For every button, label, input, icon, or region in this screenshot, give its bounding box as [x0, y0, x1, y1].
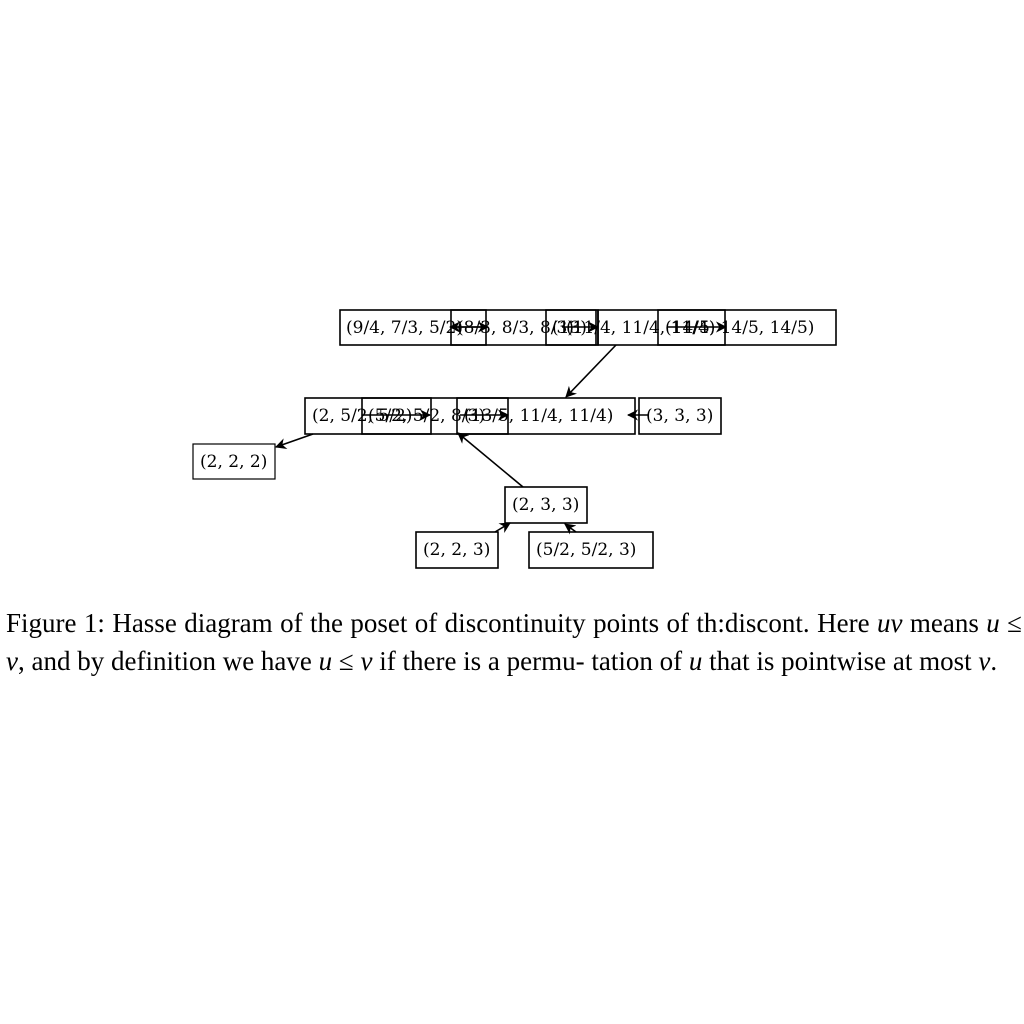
caption-text: ≤ — [332, 646, 361, 676]
node: (14/5, 14/5, 14/5) — [657, 309, 837, 346]
caption-text: , and by definition we have — [17, 646, 319, 676]
node: (8/3, 8/3, 8/3) — [450, 309, 597, 346]
node-label: (3, 3, 3) — [646, 406, 713, 426]
caption-math: u — [688, 646, 703, 676]
caption-math: v — [6, 646, 18, 676]
caption-math: u — [318, 646, 333, 676]
node-label: (14/5, 14/5, 14/5) — [665, 318, 814, 338]
node-box — [504, 486, 588, 524]
node-box — [528, 531, 654, 569]
caption-text: Here — [817, 608, 877, 638]
node-box — [638, 397, 722, 435]
caption-math: uv — [876, 608, 903, 638]
edges — [274, 321, 728, 535]
nodes: (9/4, 7/3, 5/2) (8/3, 8/3, 8/3) (13) (11… — [192, 309, 837, 569]
node-label: (2, 2, 3) — [423, 540, 490, 560]
node-box — [339, 309, 487, 346]
node-box — [361, 397, 509, 435]
caption-text: tation of — [591, 646, 689, 676]
caption-text: means — [902, 608, 987, 638]
node-label: (13) — [552, 318, 587, 338]
node: (2, 3, 3) — [504, 486, 588, 524]
edge-arrow — [494, 522, 511, 533]
node-box — [450, 309, 597, 346]
figure-caption: Figure 1: Hasse diagram of the poset of … — [6, 604, 1022, 680]
caption-text: that is pointwise at most — [702, 646, 979, 676]
node-label: (8/3, 8/3, 8/3) — [457, 318, 574, 338]
caption-math: v — [360, 646, 373, 676]
caption-text: if there is a permu- — [372, 646, 585, 676]
node-label: (2, 2, 2) — [200, 452, 267, 472]
node: (2, 2, 3) — [415, 531, 499, 569]
caption-math: u — [986, 608, 1000, 638]
node: (2, 2, 2) — [192, 443, 276, 480]
node: (5/2, 5/2, 8/3) — [361, 397, 509, 435]
node: (5/2, 5/2, 3) — [528, 531, 654, 569]
node: (13/5, 11/4, 11/4) — [456, 397, 636, 435]
edge-arrow — [564, 523, 577, 535]
node-box — [657, 309, 837, 346]
node-label: (9/4, 7/3, 5/2) — [346, 318, 463, 338]
node-label: (13/5, 11/4, 11/4) — [464, 406, 613, 426]
node: (3, 3, 3) — [638, 397, 722, 435]
caption-math: v — [978, 646, 991, 676]
caption-text: . — [990, 646, 998, 676]
node-label: (2, 3, 3) — [512, 495, 579, 515]
node-label: (11/4, 11/4, 11/4) — [566, 318, 715, 338]
node: (9/4, 7/3, 5/2) — [339, 309, 487, 346]
edge-arrow — [565, 344, 617, 398]
node-box — [456, 397, 636, 435]
node-box — [192, 443, 276, 480]
node-label: (5/2, 5/2, 8/3) — [368, 406, 485, 426]
caption-text: ≤ — [999, 608, 1022, 638]
edge-arrow — [274, 433, 314, 449]
caption-line-1: Figure 1: Hasse diagram of the poset of … — [6, 608, 810, 638]
edge-arrow — [457, 432, 524, 488]
node-box — [415, 531, 499, 569]
node-label: (5/2, 5/2, 3) — [536, 540, 636, 560]
